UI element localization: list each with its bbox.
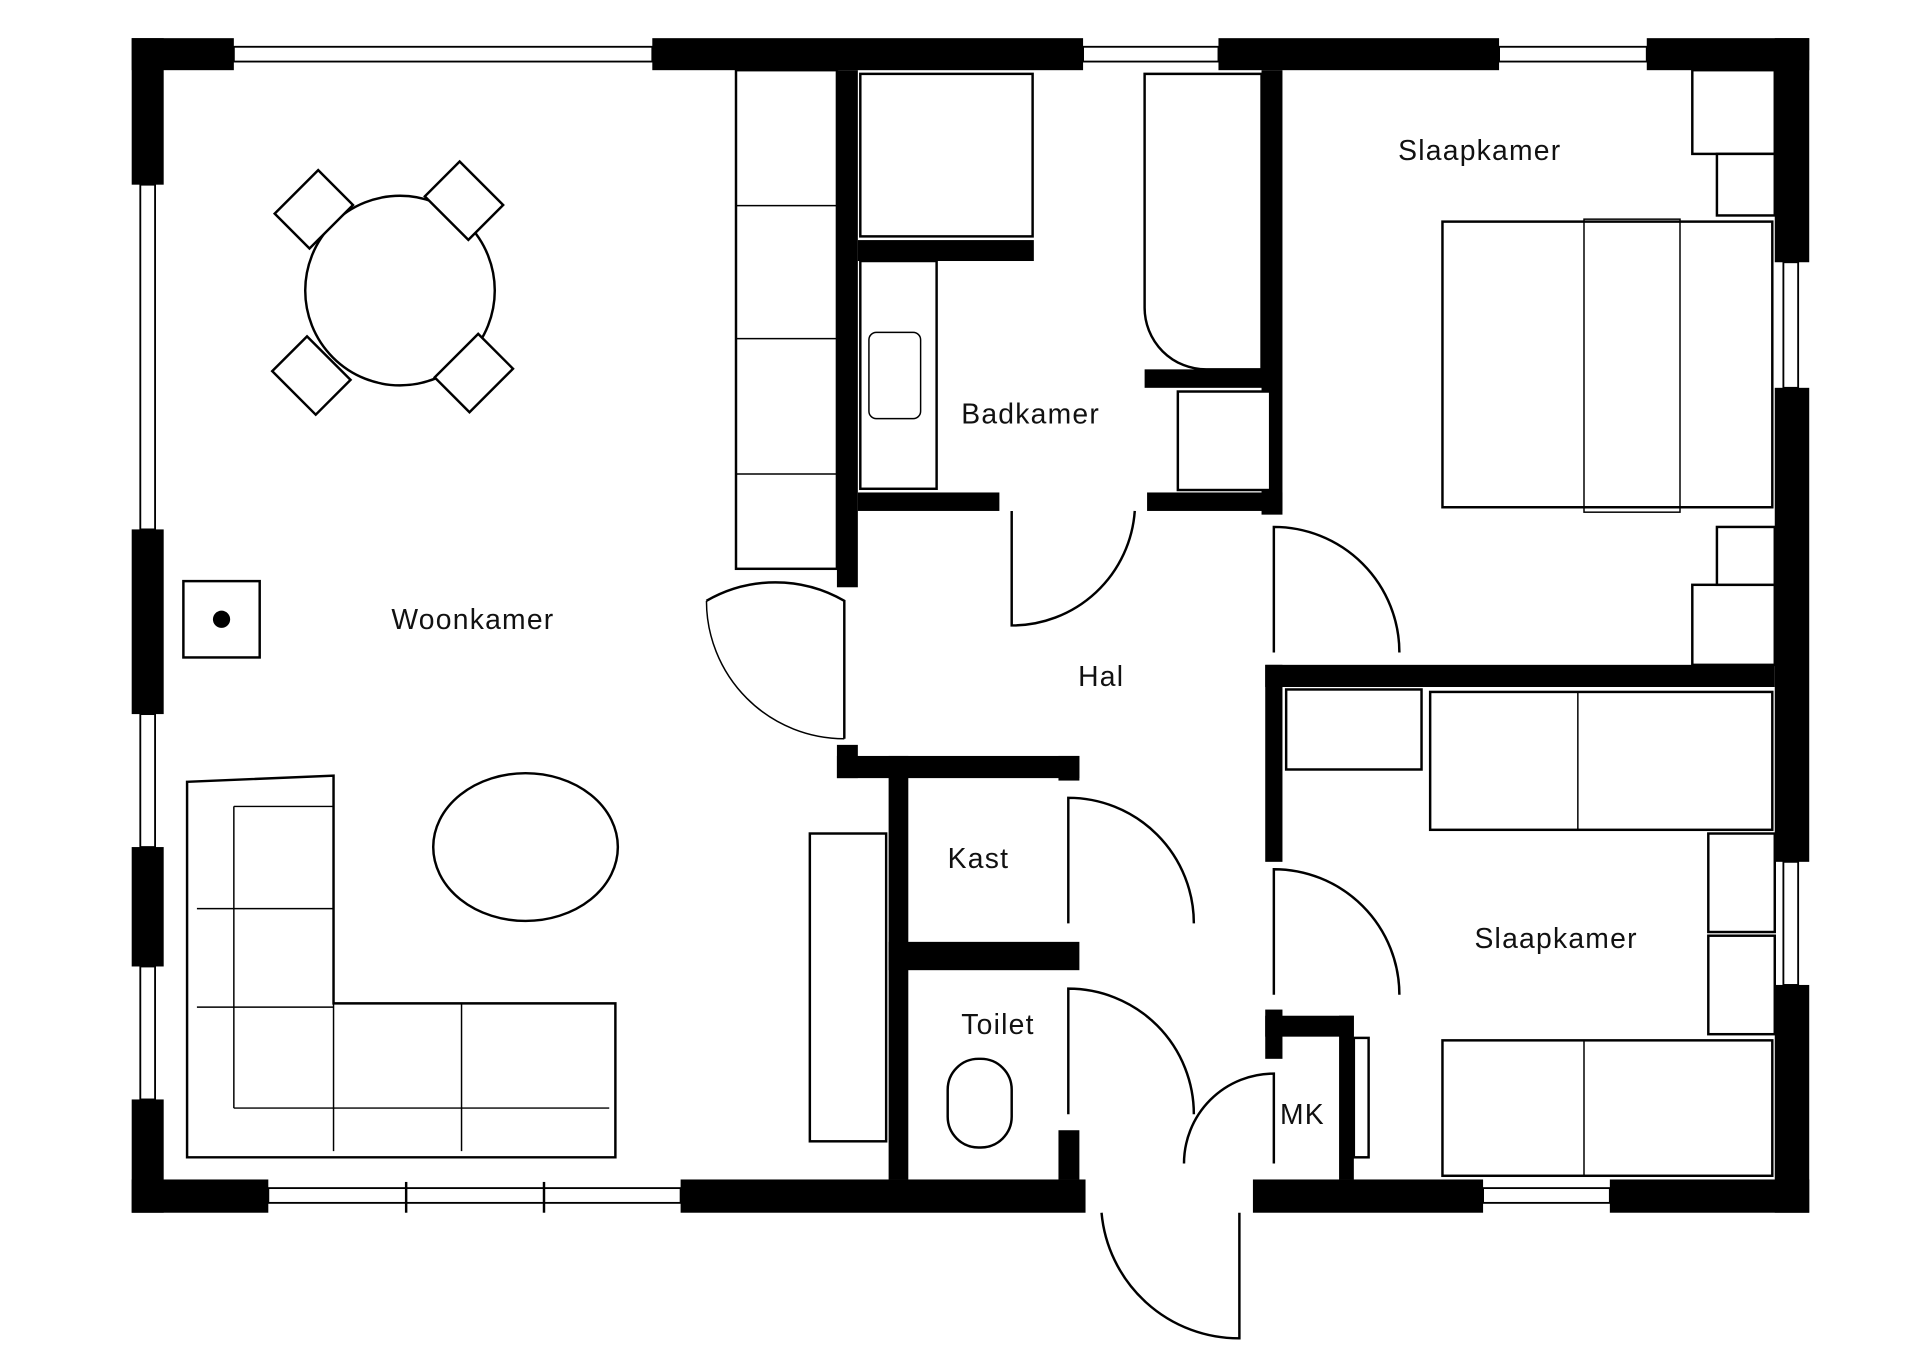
room-label-slaapkamer-2: Slaapkamer [1474,922,1637,954]
walls [131,38,1810,1213]
room-label-slaapkamer-1: Slaapkamer [1398,134,1561,166]
room-label-toilet: Toilet [961,1008,1034,1040]
room-label-kast: Kast [948,842,1010,874]
furniture [182,68,1777,1178]
doors [705,510,1401,1340]
room-label-hal: Hal [1078,660,1124,692]
room-label-mk: MK [1280,1098,1325,1130]
room-label-woonkamer: Woonkamer [391,603,554,635]
room-label-badkamer: Badkamer [961,398,1100,430]
